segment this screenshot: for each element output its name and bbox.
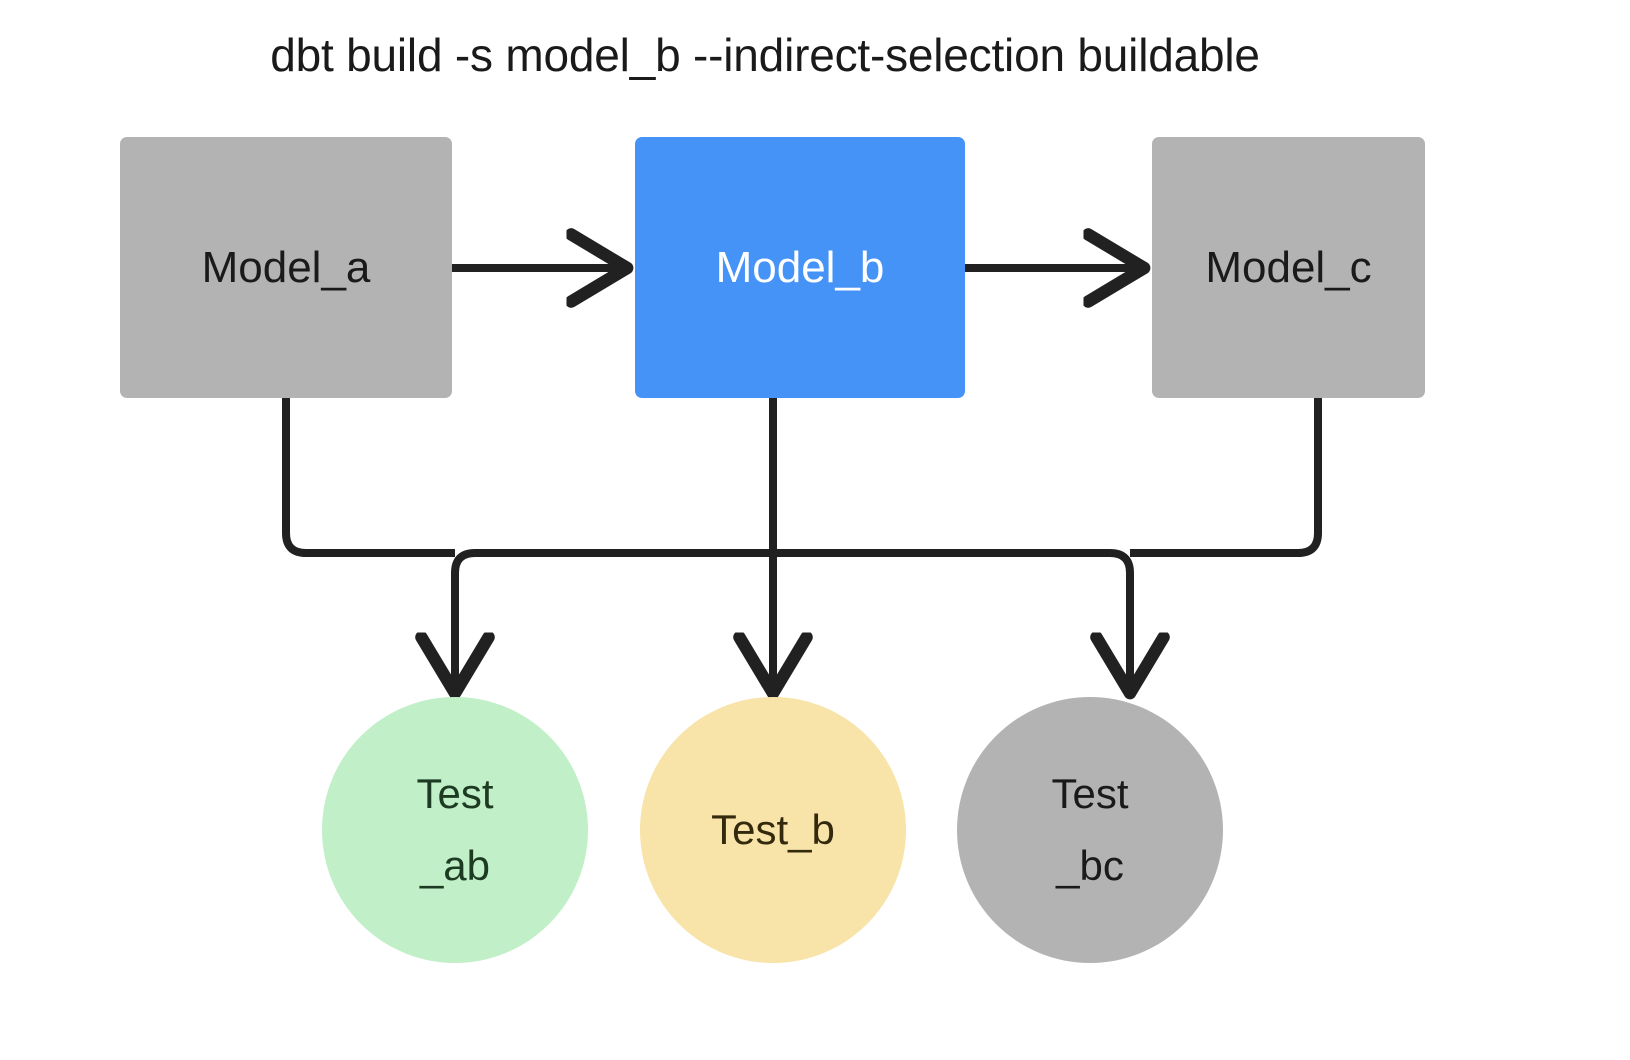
node-model-a[interactable]: Model_a xyxy=(120,137,452,398)
diagram-title: dbt build -s model_b --indirect-selectio… xyxy=(270,29,1260,81)
edge-bus-to-test-bc xyxy=(773,549,1130,690)
edge-model-a-to-test-ab xyxy=(282,398,455,557)
node-test-bc[interactable]: Test _bc xyxy=(957,697,1223,963)
edge-model-c-to-test-bc xyxy=(1130,398,1322,557)
node-test-bc-label-line2: _bc xyxy=(1056,842,1124,889)
edge-bus-to-test-ab xyxy=(455,549,773,690)
node-model-a-label: Model_a xyxy=(201,242,371,292)
node-test-ab-label-line2: _ab xyxy=(419,842,491,889)
node-test-ab[interactable]: Test _ab xyxy=(322,697,588,963)
node-test-b[interactable]: Test_b xyxy=(640,697,906,963)
node-model-b-label: Model_b xyxy=(715,242,885,292)
node-test-bc-label-line1: Test xyxy=(1051,769,1129,817)
node-test-ab-label-line1: Test xyxy=(416,769,494,817)
node-model-b[interactable]: Model_b xyxy=(635,137,965,398)
node-test-b-label-line1: Test_b xyxy=(711,805,835,853)
node-model-c-label: Model_c xyxy=(1205,242,1372,292)
node-model-c[interactable]: Model_c xyxy=(1152,137,1425,398)
